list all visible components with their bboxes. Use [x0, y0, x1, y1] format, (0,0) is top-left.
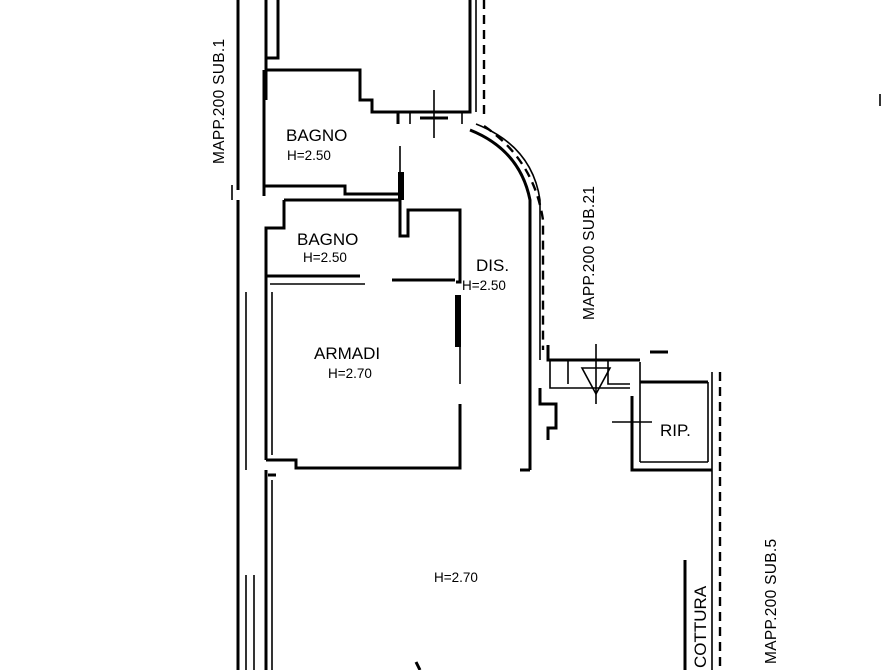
lower-room-walls	[264, 470, 687, 670]
disimpegno-name: DIS.	[476, 256, 509, 275]
boundary-label-right: MAPP.200 SUB.5	[763, 539, 780, 664]
stair-block	[538, 344, 668, 440]
bagno-2-name: BAGNO	[297, 230, 358, 249]
property-boundaries	[482, 0, 722, 670]
soggiorno-height: H=2.70	[434, 570, 478, 585]
armadi-height: H=2.70	[328, 366, 372, 381]
boundary-label-middle: MAPP.200 SUB.21	[581, 186, 598, 320]
bagno-1-walls	[262, 70, 470, 196]
ripostiglio-name: RIP.	[660, 421, 691, 440]
armadi-name: ARMADI	[314, 344, 380, 363]
bagno-door	[398, 146, 404, 200]
bagno-2-height: H=2.50	[303, 250, 347, 265]
ripostiglio-walls	[612, 380, 712, 472]
bagno-1-height: H=2.50	[287, 148, 331, 163]
disimpegno-height: H=2.50	[462, 278, 506, 293]
cottura-name: COTTURA	[691, 585, 710, 668]
armadi-walls	[264, 282, 462, 470]
bagno-2-walls	[264, 198, 462, 285]
left-exterior-wall	[231, 0, 255, 670]
armadi-door	[455, 295, 461, 384]
top-room-walls	[264, 0, 477, 114]
boundary-label-left: MAPP.200 SUB.1	[211, 39, 228, 164]
bagno-1-name: BAGNO	[286, 126, 347, 145]
